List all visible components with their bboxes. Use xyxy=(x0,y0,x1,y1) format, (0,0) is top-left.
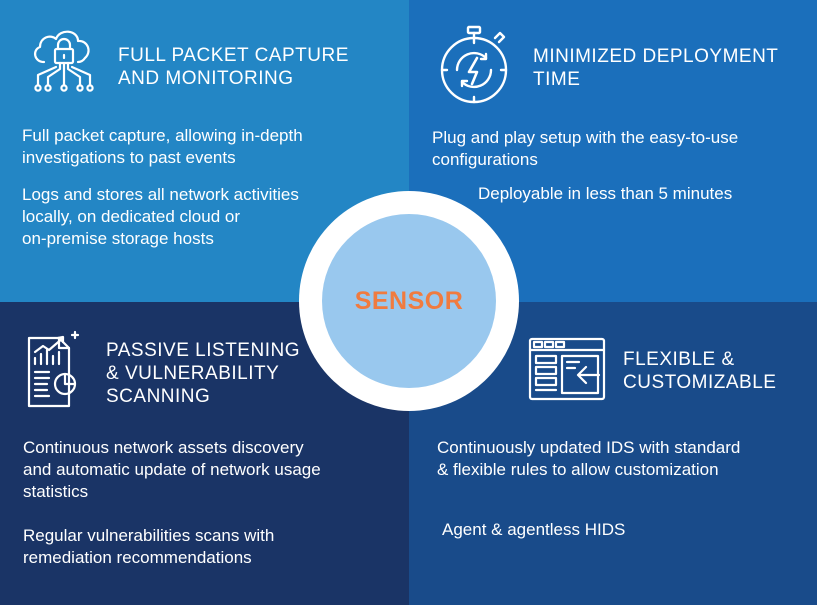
quadrant-title: FULL PACKET CAPTURE AND MONITORING xyxy=(118,45,349,89)
center-disc: SENSOR xyxy=(322,214,496,388)
feature-text: Regular vulnerabilities scans with remed… xyxy=(23,526,275,567)
analytics-report-icon xyxy=(27,330,80,408)
feature-text: Agent & agentless HIDS xyxy=(442,520,626,539)
sensor-label: SENSOR xyxy=(354,286,464,315)
feature-text: Full packet capture, allowing in-depth i… xyxy=(22,126,303,167)
quadrant-passive-listening: PASSIVE LISTENING & VULNERABILITY SCANNI… xyxy=(0,302,409,605)
cloud-lock-network-icon xyxy=(34,30,94,92)
quadrant-title: FLEXIBLE & CUSTOMIZABLE xyxy=(623,349,777,393)
feature-text: Continuous network assets discovery and … xyxy=(23,438,321,501)
quadrant-title: MINIMIZED DEPLOYMENT TIME xyxy=(533,46,779,90)
feature-text: Plug and play setup with the easy-to-use… xyxy=(432,128,739,169)
feature-text: Deployable in less than 5 minutes xyxy=(478,184,733,203)
feature-text: Continuously updated IDS with standard &… xyxy=(437,438,741,479)
quadrant-title: PASSIVE LISTENING & VULNERABILITY SCANNI… xyxy=(106,340,300,407)
feature-text: Logs and stores all network activities l… xyxy=(22,185,299,248)
quadrant-full-packet-capture: FULL PACKET CAPTURE AND MONITORING Full … xyxy=(0,0,409,302)
browser-window-import-icon xyxy=(528,337,606,401)
stopwatch-bolt-icon xyxy=(440,25,508,104)
